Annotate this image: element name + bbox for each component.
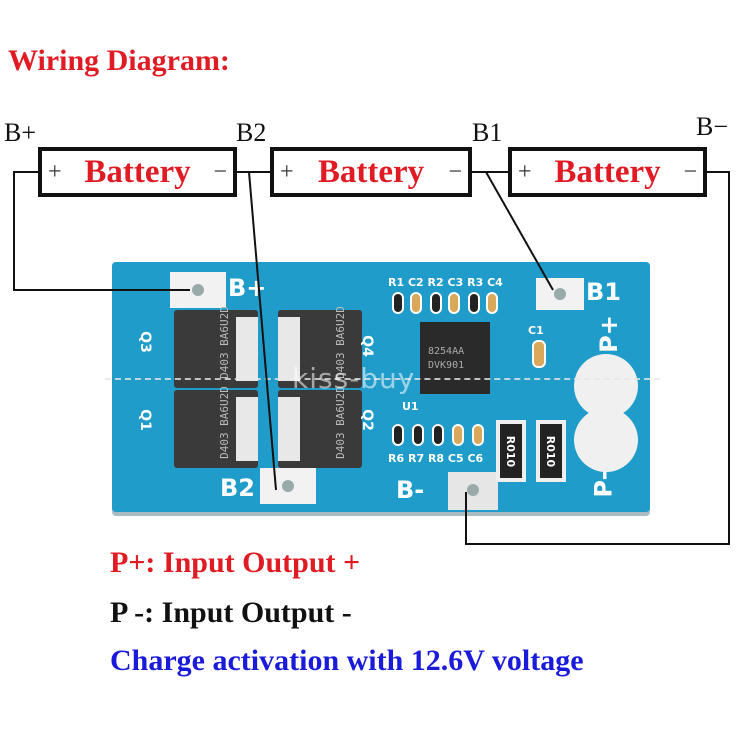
protection-ic-u1: 8254AA DVK901 xyxy=(420,322,490,394)
battery-label: Battery xyxy=(554,153,661,190)
resistor-r2 xyxy=(430,292,442,314)
ic-marking-line2: DVK901 xyxy=(428,360,465,371)
pad-p-minus xyxy=(574,408,638,472)
silk-c1: C1 xyxy=(528,324,544,337)
ic-marking-line1: 8254AA xyxy=(428,346,465,357)
pad-b-minus xyxy=(448,472,498,510)
battery-label: Battery xyxy=(317,153,425,190)
silk-bottom-refs: R6 R7 R8 C5 C6 xyxy=(388,452,483,465)
battery-minus-sign: − xyxy=(683,158,697,185)
silk-c3: C3 xyxy=(447,276,464,289)
wire-b-plus xyxy=(13,171,190,291)
pad-b2 xyxy=(260,468,316,504)
resistor-r3 xyxy=(468,292,480,314)
silk-c5: C5 xyxy=(447,452,464,465)
battery-cell-2: + Battery − xyxy=(270,147,472,197)
silk-b1: B1 xyxy=(586,278,621,306)
silk-b2: B2 xyxy=(220,474,255,502)
sense-resistor-2: R010 xyxy=(536,420,566,482)
pad-b1 xyxy=(536,278,584,310)
capacitor-c2 xyxy=(410,292,422,314)
legend-charge-activation: Charge activation with 12.6V voltage xyxy=(110,644,584,677)
resistor-r8 xyxy=(432,424,444,446)
battery-minus-sign: − xyxy=(213,158,227,185)
silk-r2: R2 xyxy=(427,276,444,289)
silk-u1: U1 xyxy=(402,400,419,413)
watermark-dash-line xyxy=(105,378,660,380)
silk-r1: R1 xyxy=(388,276,405,289)
mosfet-q1: D403 BA6U2D xyxy=(174,386,258,468)
battery-label: Battery xyxy=(84,153,191,190)
wire-b1-down xyxy=(485,171,554,291)
capacitor-c1 xyxy=(532,340,546,368)
battery-minus-sign: − xyxy=(448,158,462,185)
resistor-r6 xyxy=(392,424,404,446)
silk-c2: C2 xyxy=(407,276,424,289)
terminal-label-b-minus: B− xyxy=(696,112,729,141)
wire-b-minus xyxy=(465,171,730,545)
silk-top-refs: R1 C2 R2 C3 R3 C4 xyxy=(388,276,503,289)
silk-r3: R3 xyxy=(467,276,484,289)
capacitor-c5 xyxy=(452,424,464,446)
watermark-text: kiss-buy xyxy=(292,362,416,395)
legend-p-plus: P+: Input Output + xyxy=(110,546,361,579)
capacitor-c6 xyxy=(472,424,484,446)
terminal-label-b1: B1 xyxy=(472,118,503,147)
silk-c4: C4 xyxy=(487,276,503,289)
wire-b2-down xyxy=(248,171,277,491)
mosfet-q2: D403 BA6U2D xyxy=(278,386,362,468)
sense-resistor-1: R010 xyxy=(496,420,526,482)
silk-r8: R8 xyxy=(427,452,445,465)
battery-cell-1: + Battery − xyxy=(38,147,237,197)
mosfet-q4: D403 BA6U2D xyxy=(278,306,362,388)
battery-cell-3: + Battery − xyxy=(508,147,707,197)
resistor-r7 xyxy=(412,424,424,446)
capacitor-c4 xyxy=(486,292,498,314)
resistor-r1 xyxy=(392,292,404,314)
terminal-label-b-plus: B+ xyxy=(4,118,37,147)
battery-plus-sign: + xyxy=(48,158,62,185)
legend-p-minus: P -: Input Output - xyxy=(110,596,352,629)
silk-r7: R7 xyxy=(407,452,425,465)
terminal-label-b2: B2 xyxy=(236,118,267,147)
diagram-title: Wiring Diagram: xyxy=(8,44,230,77)
pad-p-plus xyxy=(574,354,638,418)
silk-r6: R6 xyxy=(388,452,405,465)
silk-b-minus: B- xyxy=(396,476,425,504)
mosfet-q3: D403 BA6U2D xyxy=(174,306,258,388)
capacitor-c3 xyxy=(448,292,460,314)
battery-plus-sign: + xyxy=(280,158,294,185)
silk-c6: C6 xyxy=(467,452,484,465)
battery-plus-sign: + xyxy=(518,158,532,185)
